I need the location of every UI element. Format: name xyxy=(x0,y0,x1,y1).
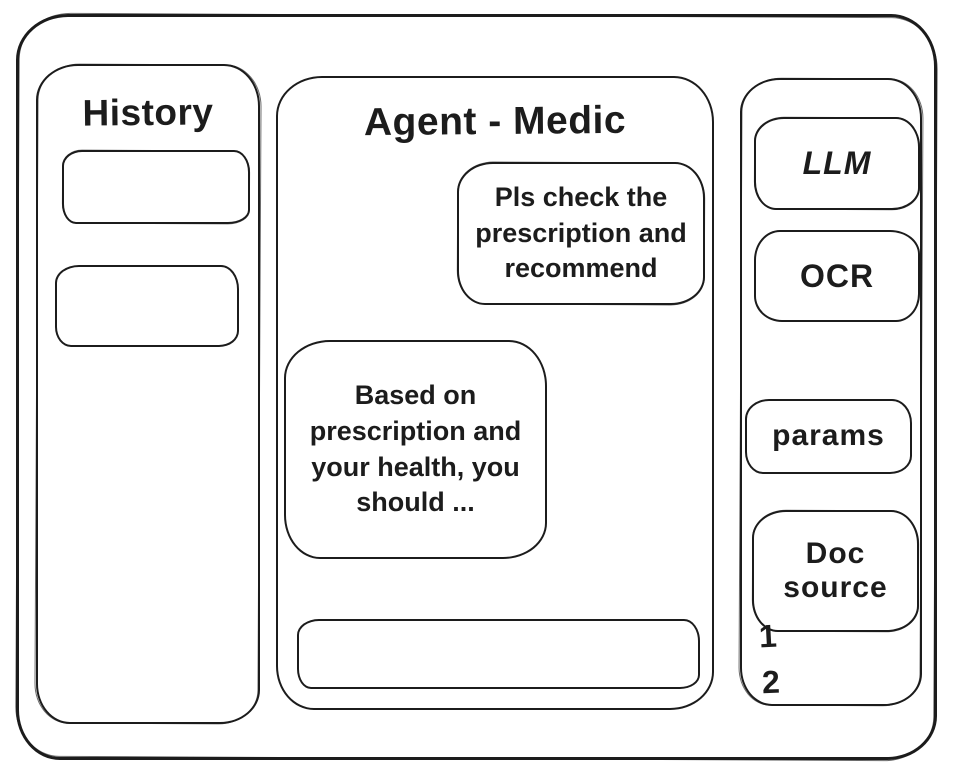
chat-input[interactable] xyxy=(297,619,700,689)
user-message-text: Pls check the prescription and recommend xyxy=(475,182,687,284)
tools-panel: LLM OCR params Doc source 1 2 xyxy=(740,78,922,706)
chat-panel: Agent - Medic Pls check the prescription… xyxy=(276,76,714,710)
history-panel: History xyxy=(36,64,260,724)
ocr-button[interactable]: OCR xyxy=(754,230,920,322)
chat-title: Agent - Medic xyxy=(363,98,627,145)
history-item-1[interactable] xyxy=(62,150,250,224)
history-title: History xyxy=(82,91,214,134)
params-button[interactable]: params xyxy=(745,399,912,474)
doc-source-button[interactable]: Doc source xyxy=(752,510,919,632)
doc-source-item-2[interactable]: 2 xyxy=(761,663,781,701)
user-message-bubble: Pls check the prescription and recommend xyxy=(457,162,705,305)
agent-message-bubble: Based on prescription and your health, y… xyxy=(284,340,547,559)
doc-source-item-1[interactable]: 1 xyxy=(758,617,778,655)
llm-button[interactable]: LLM xyxy=(754,117,920,210)
agent-message-text: Based on prescription and your health, y… xyxy=(309,380,522,518)
history-item-2[interactable] xyxy=(55,265,239,347)
